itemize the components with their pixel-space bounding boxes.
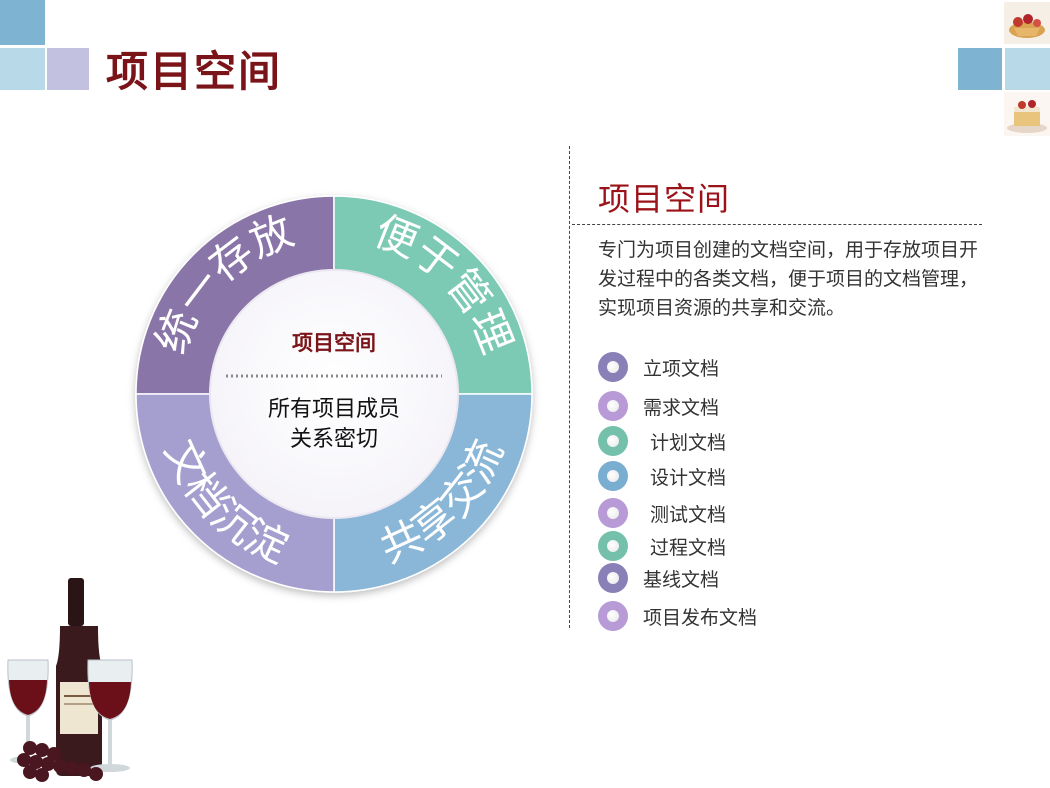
document-item: 设计文档: [598, 461, 726, 491]
document-label: 测试文档: [650, 503, 727, 526]
vertical-divider: [569, 146, 570, 628]
document-label: 立项文档: [643, 357, 720, 380]
horizontal-divider: [572, 224, 982, 225]
deco-square: [958, 48, 1002, 90]
deco-square: [47, 48, 89, 90]
center-title: 项目空间: [292, 331, 376, 355]
wine-image: [7, 578, 133, 782]
bullet-icon: [598, 391, 628, 421]
page-title: 项目空间: [106, 47, 283, 96]
document-label: 设计文档: [650, 466, 727, 489]
deco-square: [0, 48, 45, 90]
ring-center: [209, 269, 459, 519]
document-item: 过程文档: [598, 531, 726, 561]
bullet-icon: [598, 531, 628, 561]
info-title: 项目空间: [598, 180, 731, 218]
deco-square: [0, 0, 45, 45]
document-label: 需求文档: [643, 396, 720, 419]
deco-square: [1005, 48, 1050, 90]
bullet-icon: [598, 352, 628, 382]
bullet-icon: [598, 601, 628, 631]
document-item: 项目发布文档: [598, 601, 757, 631]
document-label: 计划文档: [650, 431, 727, 454]
document-item: 需求文档: [598, 391, 719, 421]
document-label: 过程文档: [650, 536, 727, 559]
document-label: 项目发布文档: [643, 606, 758, 629]
document-item: 计划文档: [598, 426, 726, 456]
bullet-icon: [598, 498, 628, 528]
cake-image: [1004, 92, 1050, 136]
bullet-icon: [598, 426, 628, 456]
bullet-icon: [598, 461, 628, 491]
document-item: 基线文档: [598, 563, 719, 593]
bullet-icon: [598, 563, 628, 593]
document-item: 立项文档: [598, 352, 719, 382]
dessert-image: [1004, 2, 1050, 44]
document-item: 测试文档: [598, 498, 726, 528]
info-description: 专门为项目创建的文档空间，用于存放项目开发过程中的各类文档，便于项目的文档管理，…: [598, 239, 979, 319]
document-label: 基线文档: [643, 568, 720, 591]
center-line-2: 关系密切: [290, 427, 378, 452]
center-line-1: 所有项目成员: [268, 397, 400, 422]
ring-diagram: 项目空间 所有项目成员 关系密切 统一存放便于管理共享交流文档沉淀: [135, 195, 533, 593]
